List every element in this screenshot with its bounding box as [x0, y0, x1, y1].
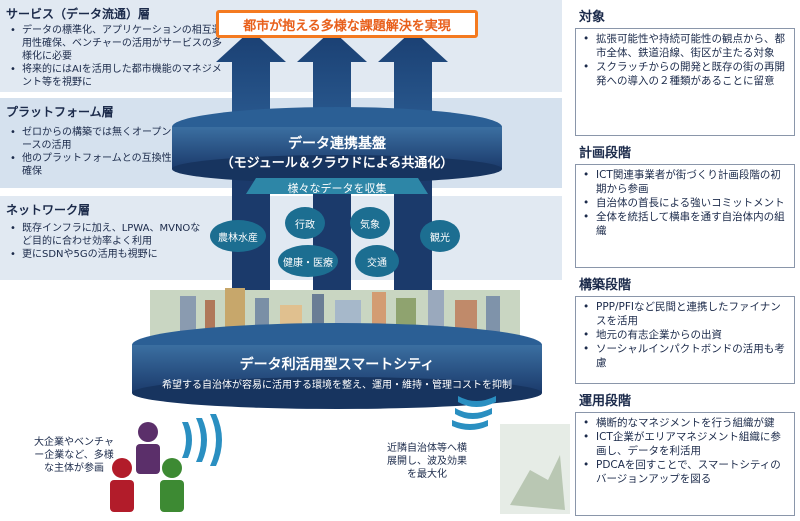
- section-box-planning: ICT関連事業者が街づくり計画段階の初期から参画 自治体の首長による強いコミット…: [575, 164, 795, 268]
- goal-banner: 都市が抱える多様な課題解決を実現: [216, 10, 478, 38]
- section-bullet: 横断的なマネジメントを行う組織が鍵: [582, 416, 790, 430]
- section-title-planning: 計画段階: [579, 146, 632, 161]
- map-illustration: [500, 424, 570, 514]
- section-bullet: ICT関連事業者が街づくり計画段階の初期から参画: [582, 168, 790, 196]
- platform-bullet: ゼロからの構築では無くオープンソースの活用: [10, 126, 185, 152]
- people-icon: [110, 422, 184, 512]
- section-box-operation: 横断的なマネジメントを行う組織が鍵 ICT企業がエリアマネジメント組織に参画し、…: [575, 412, 795, 516]
- signal-wave-icon: [452, 396, 496, 430]
- section-bullet: 地元の有志企業からの出資: [582, 328, 790, 342]
- participants-caption: 大企業やベンチャー企業など、多様な主体が参画: [34, 437, 114, 474]
- section-bullet: PDCAを回すことで、スマートシティのバージョンアップを図る: [582, 458, 790, 486]
- section-title-operation: 運用段階: [579, 394, 632, 409]
- section-title-construction: 構築段階: [579, 278, 632, 293]
- signal-wave-icon: [182, 414, 222, 466]
- section-bullet: 自治体の首長による強いコミットメント: [582, 196, 790, 210]
- network-layer-bullets: 既存インフラに加え、LPWA、MVNOなど目的に合わせ効率よく利用 更にSDNや…: [10, 222, 210, 261]
- bubble-tourism: 観光: [420, 220, 460, 252]
- right-panel: 対象 拡張可能性や持続可能性の観点から、都市全体、鉄道沿線、街区が主たる対象 ス…: [575, 0, 800, 521]
- smart-city-title: データ利活用型スマートシティ: [239, 357, 435, 373]
- section-bullet: 全体を統括して横串を通す自治体内の組織: [582, 210, 790, 238]
- service-bullet: データの標準化、アプリケーションの相互運用性確保、ベンチャーの活用がサービスの多…: [10, 24, 225, 63]
- service-bullet: 将来的にはAIを活用した都市機能のマネジメント等を視野に: [10, 63, 225, 89]
- collect-label: 様々なデータを収集: [287, 182, 387, 195]
- section-bullet: ソーシャルインパクトボンドの活用も考慮: [582, 342, 790, 370]
- section-box-target: 拡張可能性や持続可能性の観点から、都市全体、鉄道沿線、街区が主たる対象 スクラッ…: [575, 28, 795, 136]
- section-title-target: 対象: [579, 10, 606, 25]
- expansion-caption: 近隣自治体等へ横展開し、波及効果を最大化: [387, 443, 467, 480]
- data-platform-title: データ連携基盤: [288, 136, 386, 152]
- platform-layer-bullets: ゼロからの構築では無くオープンソースの活用 他のプラットフォームとの互換性を確保: [10, 126, 185, 178]
- smart-city-subtitle: 希望する自治体が容易に活用する環境を整え、運用・維持・管理コストを抑制: [162, 380, 512, 391]
- service-layer-title: サービス（データ流通）層: [6, 7, 151, 21]
- network-layer-title: ネットワーク層: [6, 203, 91, 217]
- section-bullet: 拡張可能性や持続可能性の観点から、都市全体、鉄道沿線、街区が主たる対象: [582, 32, 790, 60]
- section-bullet: スクラッチからの開発と既存の街の再開発への導入の２種類があることに留意: [582, 60, 790, 88]
- bubble-agriculture: 農林水産: [210, 220, 266, 252]
- collect-band: [246, 178, 428, 194]
- platform-bullet: 他のプラットフォームとの互換性を確保: [10, 152, 185, 178]
- bubble-health: 健康・医療: [278, 245, 338, 277]
- service-layer-bullets: データの標準化、アプリケーションの相互運用性確保、ベンチャーの活用がサービスの多…: [10, 24, 225, 89]
- data-platform-subtitle: （モジュール＆クラウドによる共通化）: [220, 156, 454, 171]
- bubble-administration: 行政: [285, 207, 325, 239]
- arrow-up-icon: [216, 30, 448, 128]
- bubble-weather: 気象: [350, 207, 390, 239]
- section-box-construction: PPP/PFIなど民間と連携したファイナンスを活用 地元の有志企業からの出資 ソ…: [575, 296, 795, 384]
- section-bullet: ICT企業がエリアマネジメント組織に参画し、データを利活用: [582, 430, 790, 458]
- platform-layer-title: プラットフォーム層: [6, 105, 114, 119]
- network-bullet: 既存インフラに加え、LPWA、MVNOなど目的に合わせ効率よく利用: [10, 222, 210, 248]
- network-bullet: 更にSDNや5Gの活用も視野に: [10, 248, 210, 261]
- section-bullet: PPP/PFIなど民間と連携したファイナンスを活用: [582, 300, 790, 328]
- bubble-transport: 交通: [355, 245, 399, 277]
